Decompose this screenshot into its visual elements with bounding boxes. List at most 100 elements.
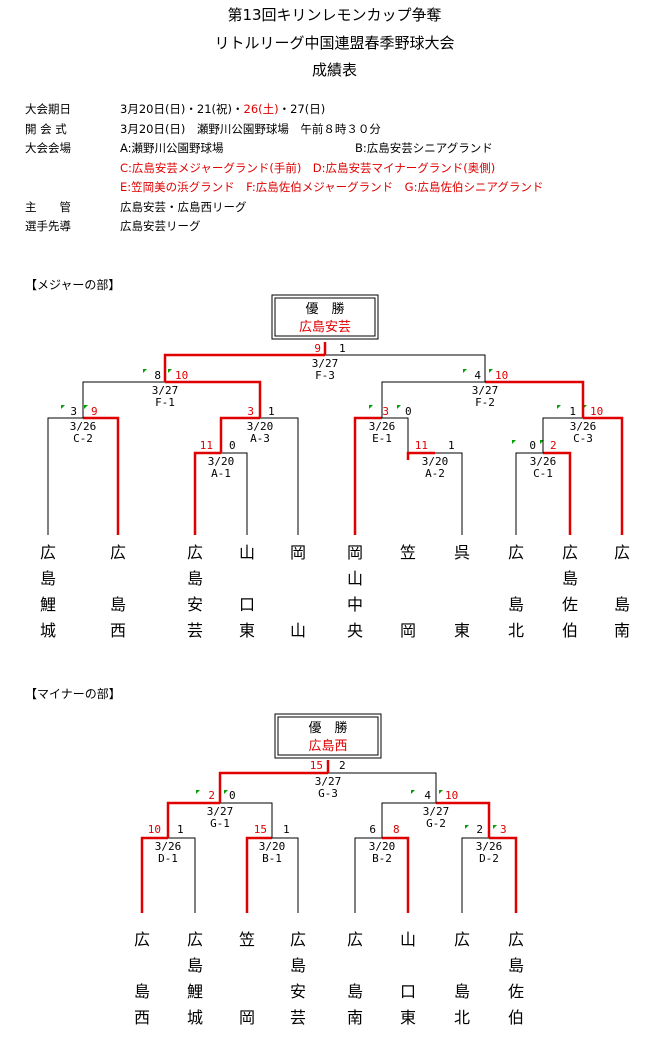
opening-label: 開 会 式 (25, 121, 67, 136)
team-name-char: 安 (187, 595, 203, 614)
team-name-char: 央 (347, 621, 363, 640)
score-left: 3 (382, 405, 389, 418)
team-name-char: 口 (239, 595, 255, 614)
champion-label: 優 勝 (305, 302, 344, 317)
team-name-char: 島 (347, 982, 363, 1001)
win-flag-icon (84, 405, 88, 409)
bracket-line (381, 381, 485, 418)
minor-heading: 【マイナーの部】 (25, 687, 121, 701)
match-code: D-2 (479, 852, 499, 865)
match-date: 3/20 (259, 840, 286, 853)
team-name-char: 島 (454, 982, 470, 1001)
score-left: 9 (314, 342, 321, 355)
match-date: 3/26 (369, 420, 396, 433)
bracket-line (382, 417, 409, 460)
score-left: 2 (208, 789, 215, 802)
score-left: 11 (415, 439, 428, 452)
score-left: 15 (254, 823, 267, 836)
match-code: B-2 (372, 852, 392, 865)
team-name-char: 広 (347, 930, 363, 949)
match-date: 3/20 (247, 420, 274, 433)
bracket-line (272, 837, 299, 913)
bracket-line (245, 836, 272, 913)
match-code: B-1 (262, 852, 282, 865)
bracket-line (543, 451, 572, 535)
champion-box (274, 713, 382, 759)
score-right: 2 (339, 759, 346, 772)
score-right: 1 (268, 405, 275, 418)
score-right: 10 (495, 369, 508, 382)
score-left: 0 (529, 439, 536, 452)
team-name-char: 山 (239, 543, 255, 562)
bracket-line (461, 837, 489, 913)
score-right: 1 (448, 439, 455, 452)
win-flag-icon (369, 405, 373, 409)
match-code: A-2 (425, 467, 445, 480)
team-name-char: 鯉 (187, 982, 203, 1001)
win-flag-icon (143, 369, 147, 373)
period-c: ・27(日) (278, 102, 326, 116)
champion-box-inner (274, 297, 376, 337)
score-right: 0 (229, 439, 236, 452)
score-left: 11 (200, 439, 213, 452)
score-left: 6 (369, 823, 376, 836)
score-left: 4 (424, 789, 431, 802)
doc-title-line2: リトルリーグ中国連盟春季野球大会 (214, 34, 455, 52)
team-name-char: 島 (40, 569, 56, 588)
match-date: 3/27 (423, 805, 450, 818)
team-name-char: 島 (290, 956, 306, 975)
minor-champion-label: 優 勝 (308, 721, 347, 736)
team-name-char: 口 (400, 982, 416, 1001)
score-left: 2 (476, 823, 483, 836)
score-right: 3 (500, 823, 507, 836)
match-code: F-3 (315, 369, 335, 382)
team-name-char: 広 (508, 930, 524, 949)
team-name-char: 広 (562, 543, 578, 562)
score-right: 2 (550, 439, 557, 452)
team-name-char: 広 (134, 930, 150, 949)
team-name-char: 島 (562, 569, 578, 588)
match-date: 3/20 (208, 455, 235, 468)
host-label: 主 管 (25, 199, 71, 214)
team-name-char: 島 (187, 956, 203, 975)
match-date: 3/27 (312, 357, 339, 370)
team-name-char: 広 (110, 543, 126, 562)
team-name-char: 笠 (400, 543, 416, 562)
match-date: 3/20 (369, 840, 396, 853)
score-right: 0 (405, 405, 412, 418)
win-flag-icon (465, 825, 469, 829)
team-name-char: 南 (347, 1008, 363, 1027)
win-flag-icon (61, 405, 65, 409)
match-code: E-1 (372, 432, 392, 445)
team-name-char: 西 (134, 1008, 150, 1027)
match-code: G-1 (210, 817, 230, 830)
bracket-line (382, 836, 410, 913)
team-name-char: 岡 (400, 621, 416, 640)
win-flag-icon (489, 369, 493, 373)
score-left: 3 (247, 405, 254, 418)
team-name-char: 東 (454, 621, 470, 640)
team-name-char: 岡 (290, 543, 306, 562)
bracket-line (583, 416, 624, 535)
bracket-line (221, 452, 248, 535)
match-date: 3/26 (570, 420, 597, 433)
bracket-line (193, 451, 221, 535)
team-name-char: 安 (290, 982, 306, 1001)
bracket-line (260, 417, 299, 535)
win-flag-icon (168, 369, 172, 373)
team-name-char: 島 (110, 595, 126, 614)
score-left: 1 (569, 405, 576, 418)
score-right: 10 (590, 405, 603, 418)
bracket-line (47, 417, 83, 535)
doc-title-line3: 成績表 (311, 61, 357, 79)
doc-title-line1: 第13回キリンレモンカップ争奪 (227, 6, 442, 24)
bracket-line (381, 802, 436, 838)
team-name-char: 呉 (454, 543, 470, 562)
match-date: 3/26 (155, 840, 182, 853)
score-left: 3 (70, 405, 77, 418)
match-code: C-3 (573, 432, 593, 445)
match-date: 3/27 (207, 805, 234, 818)
venue-label: 大会会場 (25, 141, 71, 155)
venue-efg: E:笠岡美の浜グランド F:広島佐伯メジャーグランド G:広島佐伯シニアグランド (120, 180, 544, 194)
match-date: 3/27 (472, 384, 499, 397)
